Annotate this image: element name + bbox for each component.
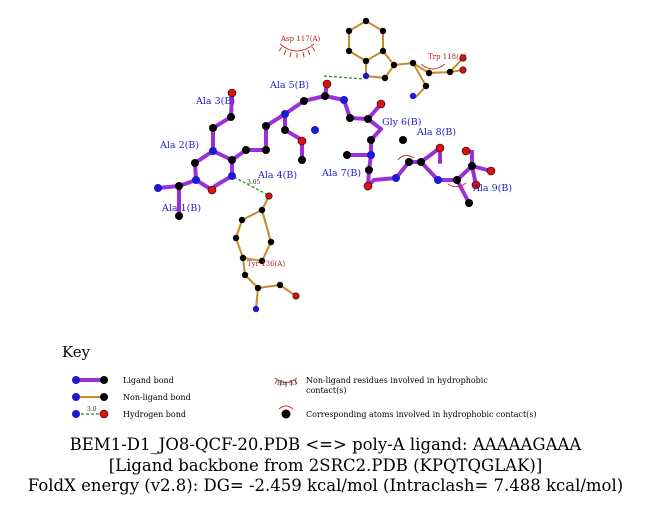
ligand-hydrophobic-atom-icon <box>397 154 467 188</box>
caption-line-2: [Ligand backbone from 2SRC2.PDB (KPQTQGL… <box>108 456 543 475</box>
label-gly6: Gly 6(B) <box>382 117 421 128</box>
caption-line-3: FoldX energy (v2.8): DG= -2.459 kcal/mol… <box>27 476 624 495</box>
key-corresponding-atoms: Corresponding atoms involved in hydropho… <box>306 410 537 419</box>
caption-line-1: BEM1-D1_JO8-QCF-20.PDB <=> poly-A ligand… <box>69 435 582 454</box>
key-legend: Key Ligand bond Non-ligand bond 3.0 Hydr… <box>62 343 537 419</box>
key-hydrophobic-example: His 53 <box>277 380 297 387</box>
key-hydrophobic-residue-icon <box>274 377 298 387</box>
key-hydrogen-bond: Hydrogen bond <box>123 410 186 419</box>
label-ala5: Ala 5(B) <box>269 80 309 91</box>
hydrogen-bonds <box>233 75 365 196</box>
protein-residue-labels: Asp 117(A) Trp 118(A) Tyr 136(A) <box>247 35 467 268</box>
hbond-o-atom-icon <box>99 409 109 419</box>
label-tyr136: Tyr 136(A) <box>247 260 285 268</box>
key-ligand-bond: Ligand bond <box>123 376 174 385</box>
label-trp118: Trp 118(A) <box>428 53 467 61</box>
label-ala7: Ala 7(B) <box>321 168 361 179</box>
label-ala2: Ala 2(B) <box>159 140 199 151</box>
key-hydrophobic-line2: contact(s) <box>306 386 346 395</box>
trp118-hydrophobic-icon <box>420 63 446 70</box>
key-corresponding-atom-icon <box>278 405 294 419</box>
ligand-bond-n-atom-icon <box>72 376 80 384</box>
residue-atoms <box>232 17 467 313</box>
hydrophobic-contacts <box>278 43 467 188</box>
label-ala1: Ala 1(B) <box>161 203 201 214</box>
ligand-bond-c-atom-icon <box>100 376 108 384</box>
key-hydrophobic-line1: Non-ligand residues involved in hydropho… <box>306 376 488 385</box>
ligand-residue-labels: Ala 1(B) Ala 2(B) Ala 3(B) Ala 4(B) Ala … <box>159 80 512 214</box>
label-ala3: Ala 3(B) <box>195 96 235 107</box>
key-nonligand-bond: Non-ligand bond <box>123 393 191 402</box>
label-ala9: Ala 9(B) <box>472 183 512 194</box>
key-hb-distance: 3.0 <box>87 406 97 413</box>
label-asp117: Asp 117(A) <box>280 35 321 43</box>
ligand-atoms <box>154 79 496 220</box>
key-title: Key <box>62 343 91 361</box>
asp117-hydrophobic-icon <box>278 43 316 58</box>
label-ala8: Ala 8(B) <box>416 127 456 138</box>
hbond-n-atom-icon <box>72 410 80 418</box>
nonligand-bond-n-atom-icon <box>72 393 80 401</box>
label-ala4: Ala 4(B) <box>257 170 297 181</box>
hbond-distance: 3.05 <box>247 179 261 186</box>
nonligand-bond-c-atom-icon <box>100 393 108 401</box>
